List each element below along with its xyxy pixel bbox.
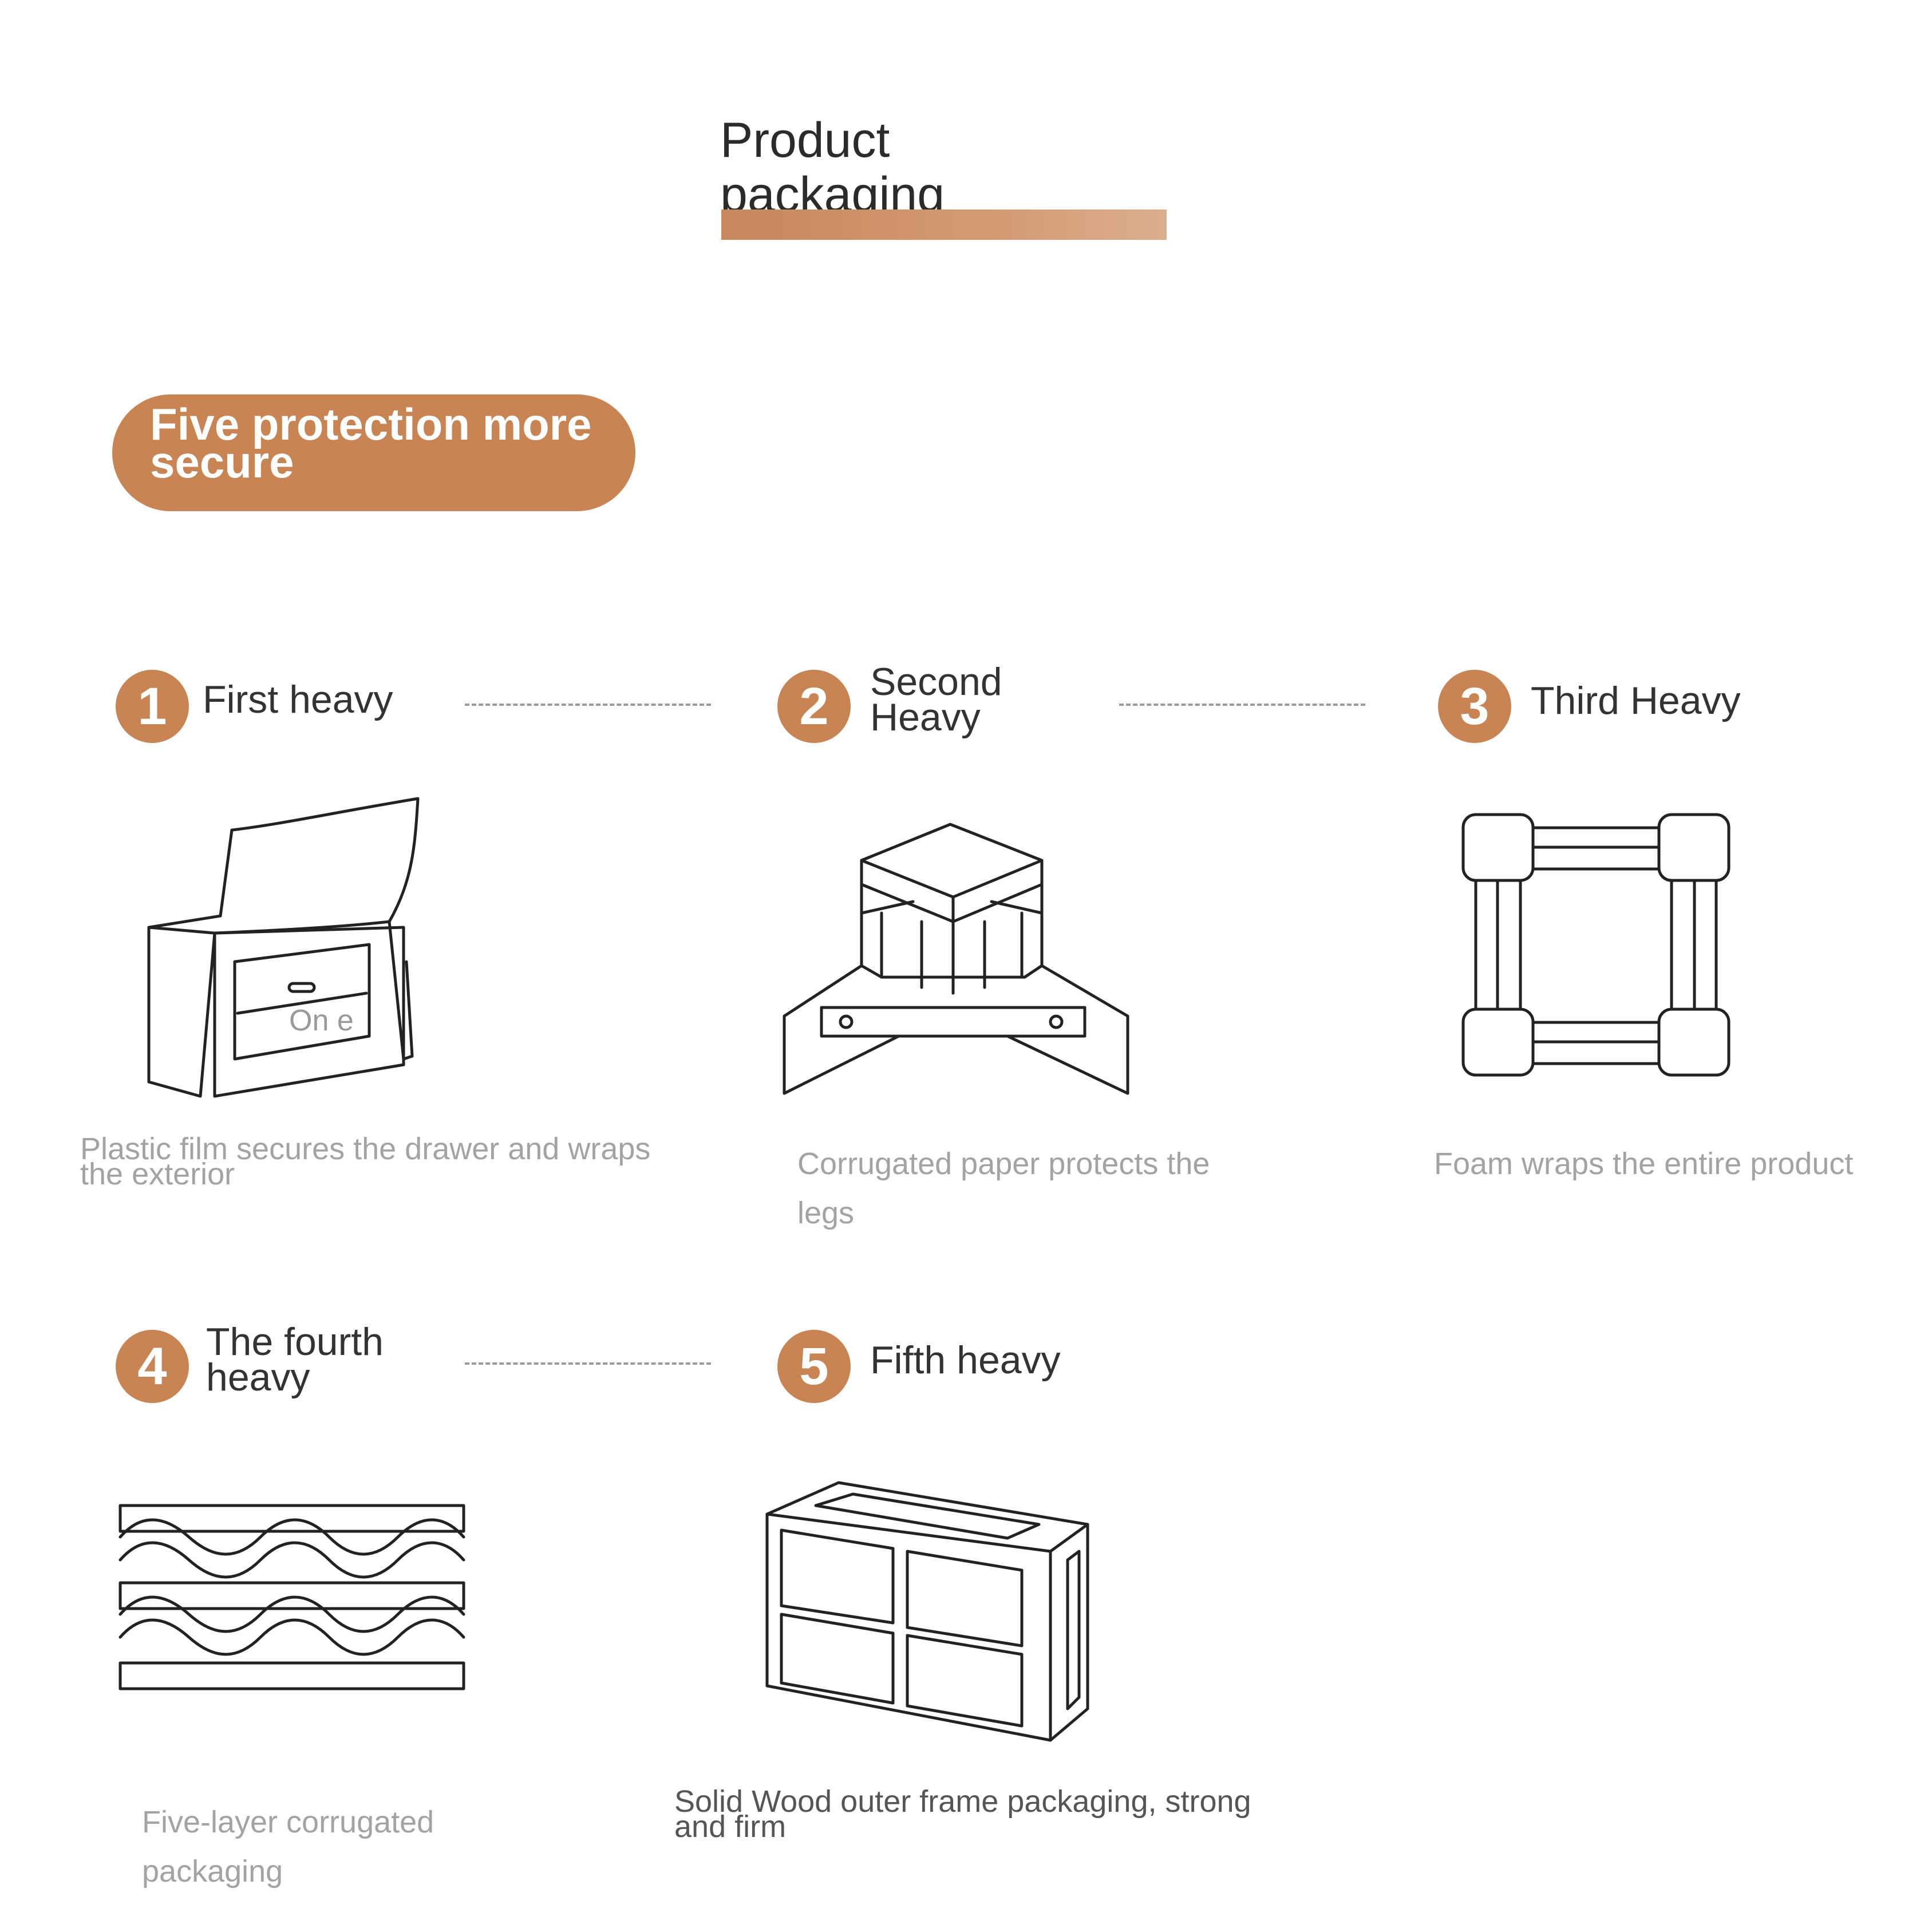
step-connector	[465, 1362, 711, 1365]
step-5-label: Fifth heavy	[870, 1338, 1061, 1382]
foam-frame-icon	[1461, 813, 1730, 1077]
step-2-caption: Corrugated paper protects the legs	[797, 1147, 1210, 1230]
plastic-film-nightstand-icon: On e	[147, 797, 420, 1098]
corrugated-layers-icon	[118, 1504, 465, 1690]
protection-badge-line2: secure	[150, 437, 294, 487]
page-title: Product packaging	[720, 113, 945, 222]
step-3-label: Third Heavy	[1531, 679, 1741, 722]
step-1-caption: Plastic film secures the drawer and wrap…	[80, 1132, 651, 1191]
step-4-label: The fourth heavy	[206, 1320, 384, 1399]
step-2-label: Second Heavy	[870, 660, 1002, 739]
step-connector	[465, 704, 711, 706]
step-5-caption: Solid Wood outer frame packaging, strong…	[674, 1784, 1251, 1844]
step-4-caption: Five-layer corrugated packaging	[142, 1805, 434, 1888]
protection-badge-line1: Five protection more	[150, 399, 592, 449]
protection-badge	[112, 394, 635, 511]
step-4-number: 4	[116, 1330, 189, 1403]
step-1-number: 1	[116, 670, 189, 743]
step-connector	[1119, 704, 1365, 706]
step-5-number: 5	[777, 1330, 851, 1403]
figure-label-text: On e	[289, 1004, 354, 1037]
step-1-label: First heavy	[203, 678, 393, 721]
step-2-number: 2	[777, 670, 851, 743]
step-3-caption: Foam wraps the entire product	[1434, 1147, 1854, 1181]
page-title-line1: Product	[720, 113, 890, 168]
wood-crate-icon	[765, 1481, 1089, 1742]
protection-badge-text: Five protection more secure	[150, 399, 619, 487]
title-underline-bar	[721, 210, 1167, 240]
corner-protector-icon	[783, 823, 1129, 1095]
step-3-number: 3	[1438, 670, 1511, 743]
